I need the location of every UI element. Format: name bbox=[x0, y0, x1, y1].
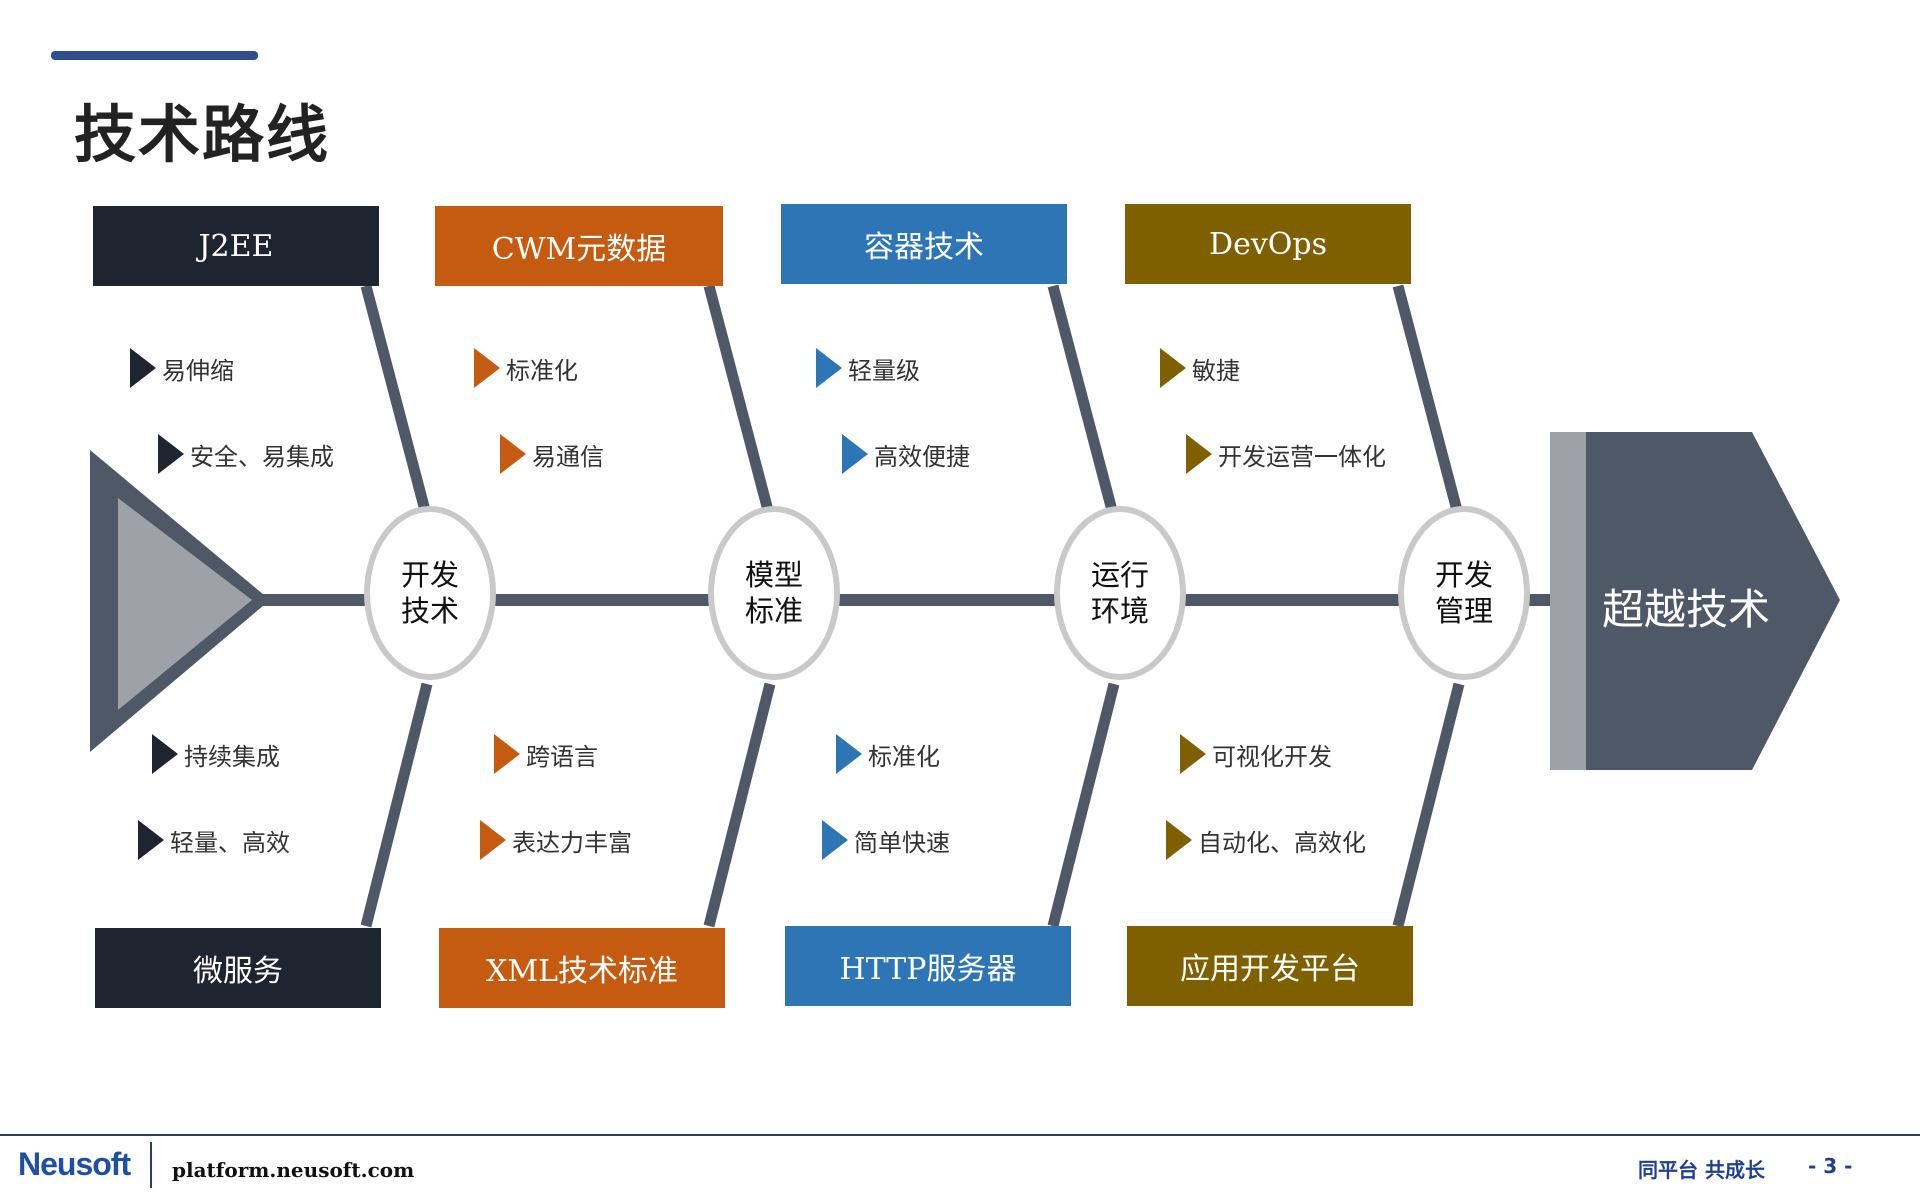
bullet-item: 高效便捷 bbox=[842, 434, 970, 474]
node-dev-management: 开发 管理 bbox=[1398, 506, 1530, 680]
node-label-line1: 模型 bbox=[744, 558, 803, 592]
bullet-item: 易伸缩 bbox=[130, 348, 234, 388]
footer-url: platform.neusoft.com bbox=[172, 1158, 415, 1182]
triangle-bullet-icon bbox=[158, 434, 184, 474]
bullet-text: 开发运营一体化 bbox=[1218, 442, 1386, 471]
bullet-item: 持续集成 bbox=[152, 734, 280, 774]
bone-bottom-1 bbox=[360, 682, 433, 928]
bullet-item: 标准化 bbox=[836, 734, 940, 774]
node-label-line2: 技术 bbox=[400, 594, 459, 628]
triangle-bullet-icon bbox=[842, 434, 868, 474]
bullet-text: 自动化、高效化 bbox=[1198, 828, 1366, 857]
bullet-item: 表达力丰富 bbox=[480, 820, 632, 860]
triangle-bullet-icon bbox=[500, 434, 526, 474]
category-box-microservice: 微服务 bbox=[95, 928, 381, 1008]
bullet-item: 标准化 bbox=[474, 348, 578, 388]
bullet-item: 可视化开发 bbox=[1180, 734, 1332, 774]
bullet-text: 易通信 bbox=[532, 442, 604, 471]
footer-slogan: 同平台 共成长 bbox=[1638, 1158, 1765, 1182]
head-arrow bbox=[1586, 432, 1840, 770]
bullet-item: 敏捷 bbox=[1160, 348, 1240, 388]
node-label-line2: 标准 bbox=[744, 594, 803, 628]
triangle-bullet-icon bbox=[1186, 434, 1212, 474]
triangle-bullet-icon bbox=[822, 820, 848, 860]
category-box-cwm: CWM元数据 bbox=[435, 206, 723, 286]
category-box-j2ee: J2EE bbox=[93, 206, 379, 286]
bullet-text: 表达力丰富 bbox=[512, 828, 632, 857]
bullet-text: 高效便捷 bbox=[874, 442, 970, 471]
bullet-text: 轻量级 bbox=[848, 356, 920, 385]
goal-label: 超越技术 bbox=[1601, 585, 1770, 634]
node-label-line1: 开发 bbox=[400, 558, 459, 592]
bullet-text: 持续集成 bbox=[184, 742, 280, 771]
bullet-item: 轻量级 bbox=[816, 348, 920, 388]
bullet-item: 自动化、高效化 bbox=[1166, 820, 1366, 860]
bullet-item: 易通信 bbox=[500, 434, 604, 474]
footer-rule bbox=[0, 1134, 1920, 1136]
bullet-text: 标准化 bbox=[868, 742, 940, 771]
triangle-bullet-icon bbox=[130, 348, 156, 388]
bullet-text: 轻量、高效 bbox=[170, 828, 290, 857]
node-dev-tech: 开发 技术 bbox=[364, 506, 496, 680]
node-runtime-env: 运行 环境 bbox=[1054, 506, 1186, 680]
category-box-container: 容器技术 bbox=[781, 204, 1067, 284]
category-box-app-platform: 应用开发平台 bbox=[1127, 926, 1413, 1006]
triangle-bullet-icon bbox=[1166, 820, 1192, 860]
bullet-text: 跨语言 bbox=[526, 742, 598, 771]
bones bbox=[360, 284, 1465, 928]
bone-bottom-3 bbox=[1047, 682, 1120, 928]
node-label-line2: 管理 bbox=[1434, 594, 1493, 628]
footer-divider bbox=[150, 1142, 152, 1188]
triangle-bullet-icon bbox=[836, 734, 862, 774]
triangle-bullet-icon bbox=[1180, 734, 1206, 774]
bone-top-3 bbox=[1047, 284, 1120, 520]
bullet-text: 安全、易集成 bbox=[190, 442, 334, 471]
triangle-bullet-icon bbox=[480, 820, 506, 860]
bullet-item: 安全、易集成 bbox=[158, 434, 334, 474]
bullet-text: 简单快速 bbox=[854, 828, 950, 857]
category-box-http: HTTP服务器 bbox=[785, 926, 1071, 1006]
triangle-bullet-icon bbox=[152, 734, 178, 774]
bone-top-2 bbox=[703, 284, 776, 520]
category-box-xml: XML技术标准 bbox=[439, 928, 725, 1008]
page-number: - 3 - bbox=[1808, 1154, 1853, 1178]
bullet-text: 易伸缩 bbox=[162, 356, 234, 385]
bullet-item: 开发运营一体化 bbox=[1186, 434, 1386, 474]
bullet-item: 简单快速 bbox=[822, 820, 950, 860]
bullet-text: 可视化开发 bbox=[1212, 742, 1332, 771]
bone-bottom-2 bbox=[703, 682, 776, 928]
category-box-devops: DevOps bbox=[1125, 204, 1411, 284]
triangle-bullet-icon bbox=[816, 348, 842, 388]
triangle-bullet-icon bbox=[474, 348, 500, 388]
bullet-item: 轻量、高效 bbox=[138, 820, 290, 860]
node-label-line1: 运行 bbox=[1090, 558, 1149, 592]
bone-bottom-4 bbox=[1392, 682, 1465, 928]
triangle-bullet-icon bbox=[1160, 348, 1186, 388]
triangle-bullet-icon bbox=[138, 820, 164, 860]
neusoft-logo: Neusoft bbox=[18, 1146, 131, 1182]
title-accent-bar bbox=[51, 51, 258, 60]
page-title: 技术路线 bbox=[74, 98, 331, 171]
bone-top-4 bbox=[1392, 284, 1465, 520]
bone-top-1 bbox=[360, 284, 433, 520]
node-label-line1: 开发 bbox=[1434, 558, 1493, 592]
head-arrow-band bbox=[1550, 432, 1586, 770]
node-label-line2: 环境 bbox=[1090, 594, 1149, 628]
bullet-item: 跨语言 bbox=[494, 734, 598, 774]
triangle-bullet-icon bbox=[494, 734, 520, 774]
tail-triangle-inner bbox=[118, 498, 252, 710]
node-model-standard: 模型 标准 bbox=[708, 506, 840, 680]
bullet-text: 敏捷 bbox=[1192, 356, 1240, 385]
bullet-text: 标准化 bbox=[506, 356, 578, 385]
